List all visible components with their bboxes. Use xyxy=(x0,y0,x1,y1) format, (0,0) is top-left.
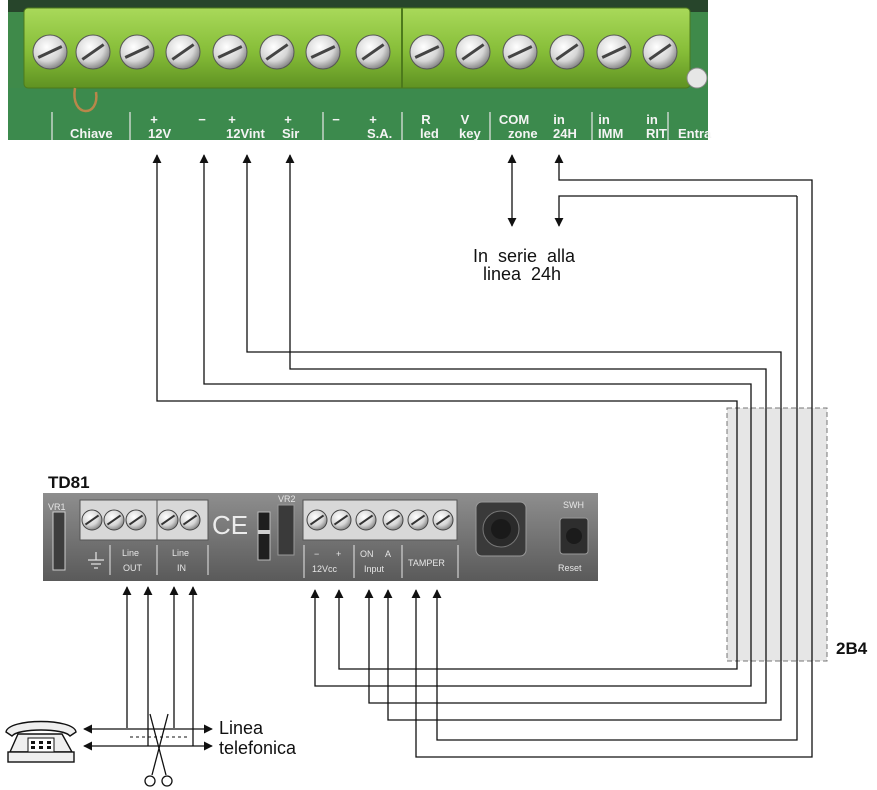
vr2-label: VR2 xyxy=(278,494,296,504)
tamper-label: TAMPER xyxy=(408,558,445,568)
screw-slot xyxy=(461,43,485,61)
wire-sir xyxy=(285,154,767,704)
terminal-name-label: Sir xyxy=(282,126,299,141)
td81-title: TD81 xyxy=(48,473,90,492)
note-24h-line1: In serie alla xyxy=(473,246,576,266)
phone-line-label-2: telefonica xyxy=(219,738,297,758)
input-label: Input xyxy=(364,564,385,574)
screw-slot xyxy=(171,43,195,61)
terminal-sign-label: in xyxy=(646,112,658,127)
td81-screw-slot xyxy=(106,514,122,526)
screw-slot xyxy=(507,45,533,59)
terminal-name-label: Chiave xyxy=(70,126,113,141)
terminal-sign-label: − xyxy=(332,112,340,127)
terminal-sign-label: in xyxy=(553,112,565,127)
wires xyxy=(83,154,813,758)
line-in-label-1: Line xyxy=(172,548,189,558)
key-jumper xyxy=(73,87,98,113)
wire-12v xyxy=(152,154,738,670)
terminal-sign-label: − xyxy=(198,112,206,127)
line-out-label-2: OUT xyxy=(123,563,143,573)
vcc-minus-label: − xyxy=(314,549,319,559)
terminal-name-label: IMM xyxy=(598,126,623,141)
cable-2b4 xyxy=(726,407,828,662)
terminal-sign-label: V xyxy=(461,112,470,127)
terminal-sign-label: + xyxy=(150,112,158,127)
terminal-name-label: led xyxy=(420,126,439,141)
screw-slot xyxy=(124,45,150,59)
screw-slot xyxy=(361,43,385,61)
ce-mark-icon: CE xyxy=(212,510,248,540)
screw-slot xyxy=(265,43,289,61)
terminal-name-label: 12V xyxy=(148,126,171,141)
wire-24h-tamper-1 xyxy=(411,154,813,758)
input-a-label: A xyxy=(385,549,391,559)
wire-12vint xyxy=(242,154,782,721)
line-out-label-1: Line xyxy=(122,548,139,558)
terminal-name-label: 12Vint xyxy=(226,126,265,141)
td81-screw-slot xyxy=(84,514,100,526)
wire-24h-series-return xyxy=(554,195,797,227)
terminal-sign-label: + xyxy=(369,112,377,127)
screw-slot xyxy=(37,45,63,59)
vr1-label: VR1 xyxy=(48,502,66,512)
screw-slot xyxy=(648,43,672,61)
input-on-label: ON xyxy=(360,549,374,559)
terminal-name-label: RIT xyxy=(646,126,667,141)
screw-slot xyxy=(601,45,627,59)
terminal-sign-label: COM xyxy=(499,112,529,127)
ground-symbol-icon xyxy=(88,552,104,569)
terminal-sign-label: + xyxy=(284,112,292,127)
screw-slot xyxy=(217,45,243,59)
wire-gnd xyxy=(199,154,752,687)
terminal-sign-label: + xyxy=(228,112,236,127)
potentiometer-icon xyxy=(686,67,708,89)
swh-label: SWH xyxy=(563,500,584,510)
screw-slot xyxy=(555,43,579,61)
screw-slot xyxy=(414,45,440,59)
vcc-label: 12Vcc xyxy=(312,564,338,574)
wire-24h-tamper-2 xyxy=(432,196,798,741)
note-24h-line2: linea 24h xyxy=(483,264,561,284)
td81-screw-slot xyxy=(128,514,144,526)
telephone-icon xyxy=(5,720,77,763)
terminal-name-label: 24H xyxy=(553,126,577,141)
terminal-name-label: S.A. xyxy=(367,126,392,141)
terminal-sign-label: R xyxy=(421,112,431,127)
line-in-label-2: IN xyxy=(177,563,186,573)
terminal-name-label: Entra xyxy=(678,126,712,141)
terminal-name-label: key xyxy=(459,126,481,141)
scissors-icon xyxy=(144,713,173,787)
screw-slot xyxy=(81,43,105,61)
vcc-plus-label: + xyxy=(336,549,341,559)
terminal-sign-label: in xyxy=(598,112,610,127)
cable-label: 2B4 xyxy=(836,639,868,658)
td81-board: VR1 Line OUT Line IN CE VR2 − xyxy=(43,493,598,581)
control-panel-board: Chiave+12V−+12Vint+Sir−+S.A.RledVkeyCOMz… xyxy=(8,0,712,141)
screw-slot xyxy=(310,45,336,59)
phone-line-label-1: Linea xyxy=(219,718,264,738)
reset-label: Reset xyxy=(558,563,582,573)
terminal-name-label: zone xyxy=(508,126,538,141)
